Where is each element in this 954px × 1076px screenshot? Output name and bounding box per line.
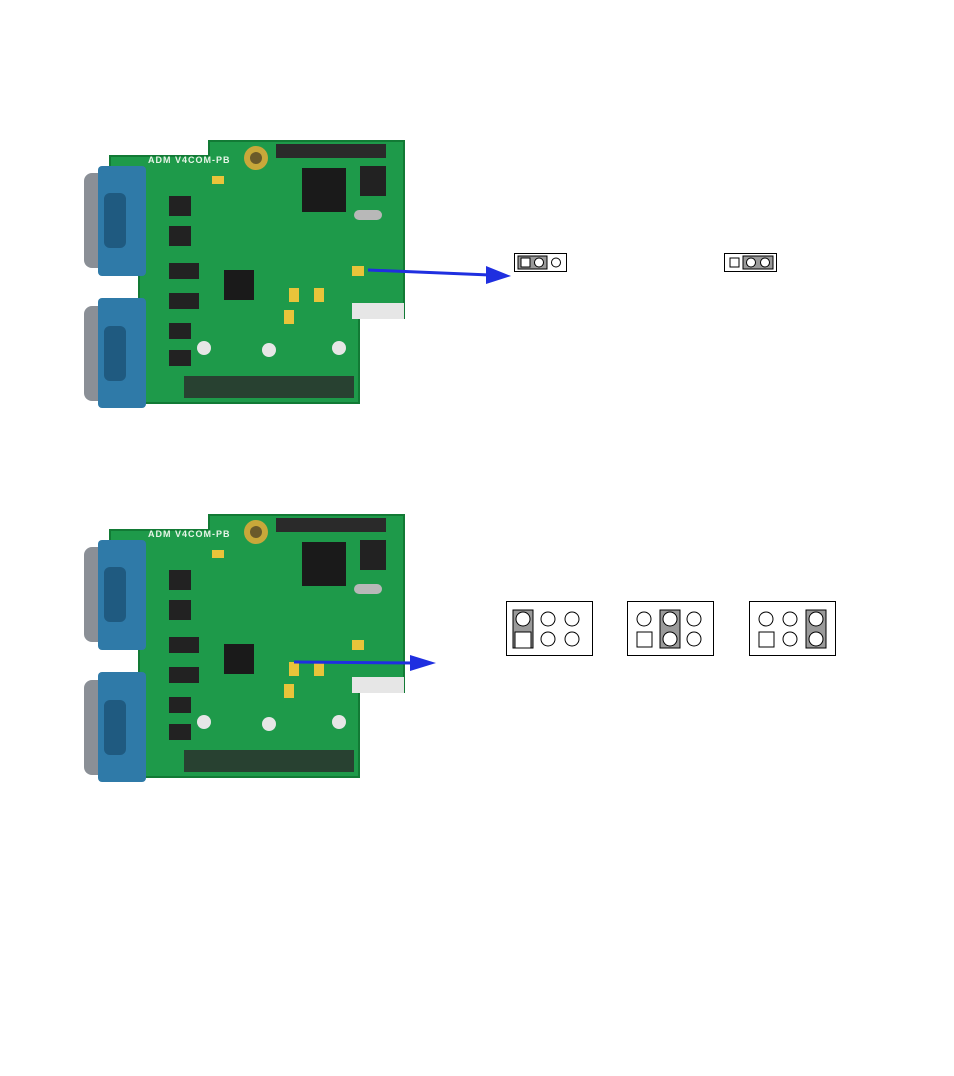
jumper-6pin-col3 <box>749 601 837 657</box>
jumper-3pin-2-3 <box>724 253 778 273</box>
pcb-board-photo-1: ADM V4COM-PB <box>84 138 406 408</box>
board-silkscreen: ADM V4COM-PB <box>148 529 231 539</box>
board-silkscreen: ADM V4COM-PB <box>148 155 231 165</box>
jumper-6pin-col2 <box>627 601 715 657</box>
arrow-to-6pin-jumper <box>294 652 439 674</box>
jumper-6pin-col1 <box>506 601 594 657</box>
arrow-to-3pin-jumper <box>368 262 513 284</box>
pcb-board-photo-2: ADM V4COM-PB <box>84 512 406 782</box>
jumper-3pin-1-2 <box>514 253 568 273</box>
